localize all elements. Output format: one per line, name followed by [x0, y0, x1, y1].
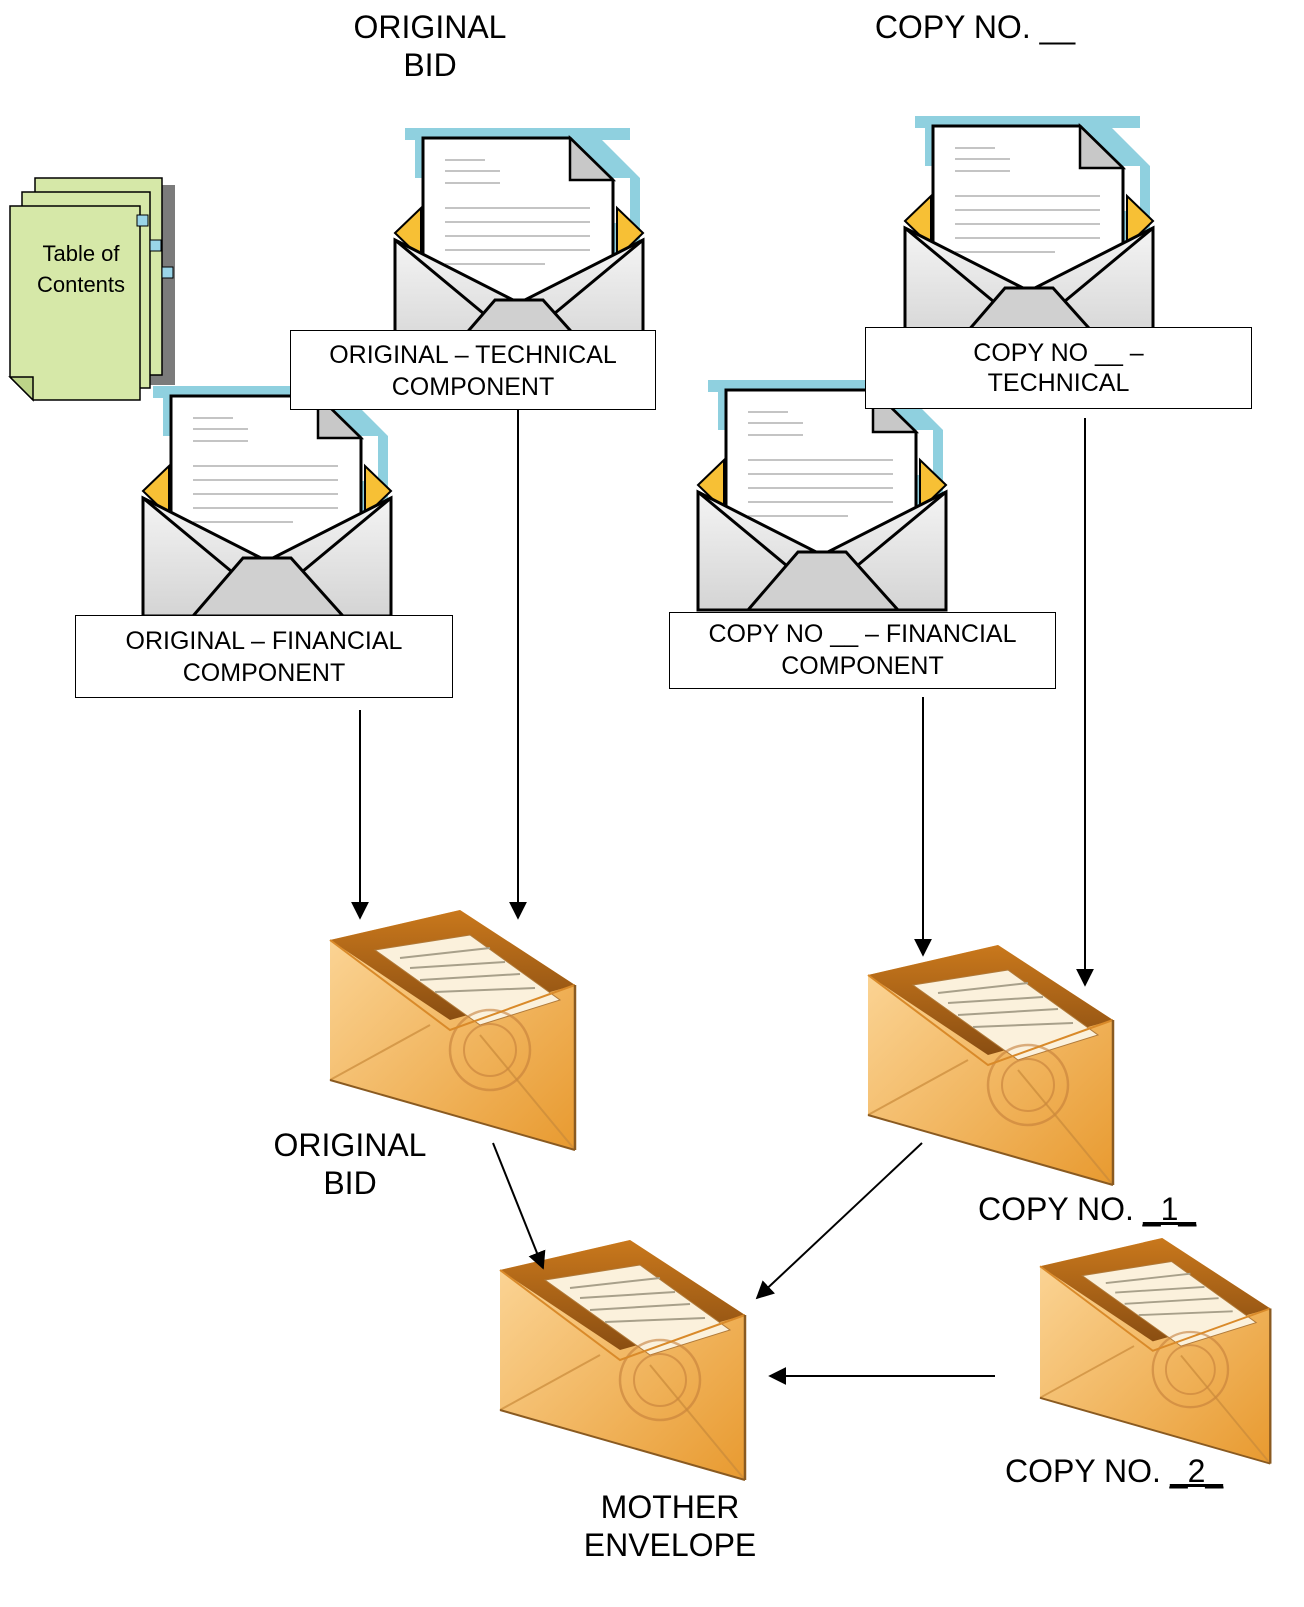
- mother-envelope-label: MOTHER ENVELOPE: [583, 1489, 757, 1563]
- original-bid-label: ORIGINAL BID: [273, 1127, 427, 1201]
- toc-label: Table of Contents: [36, 241, 126, 297]
- original-bid-envelope-icon: [328, 908, 577, 1152]
- arrow-original-bid-to-mother: [492, 1142, 546, 1270]
- arrow-copy-1-to-mother: [755, 1142, 923, 1300]
- original-financial-envelope-icon: [141, 384, 393, 618]
- copy-financial-envelope-icon: [696, 378, 948, 612]
- original-technical-box: ORIGINAL – TECHNICAL COMPONENT: [290, 330, 656, 410]
- copy-financial-box: COPY NO __ – FINANCIAL COMPONENT: [669, 612, 1056, 689]
- table-of-contents-icon: [8, 177, 175, 402]
- copy-technical-envelope-icon: [903, 114, 1155, 348]
- copy-1-label: COPY NO. _1_: [978, 1191, 1197, 1227]
- copy-2-envelope-icon: [1038, 1236, 1272, 1465]
- copy-technical-box: COPY NO __ – TECHNICAL: [865, 327, 1252, 409]
- copy-no-heading: COPY NO. __: [874, 9, 1076, 45]
- original-bid-heading: ORIGINAL BID: [353, 9, 507, 83]
- original-technical-envelope-icon: [393, 126, 645, 360]
- original-financial-box: ORIGINAL – FINANCIAL COMPONENT: [75, 615, 453, 698]
- mother-envelope-icon: [498, 1238, 747, 1482]
- copy-2-label: COPY NO. _2_: [1005, 1453, 1224, 1489]
- copy-1-envelope-icon: [866, 943, 1115, 1187]
